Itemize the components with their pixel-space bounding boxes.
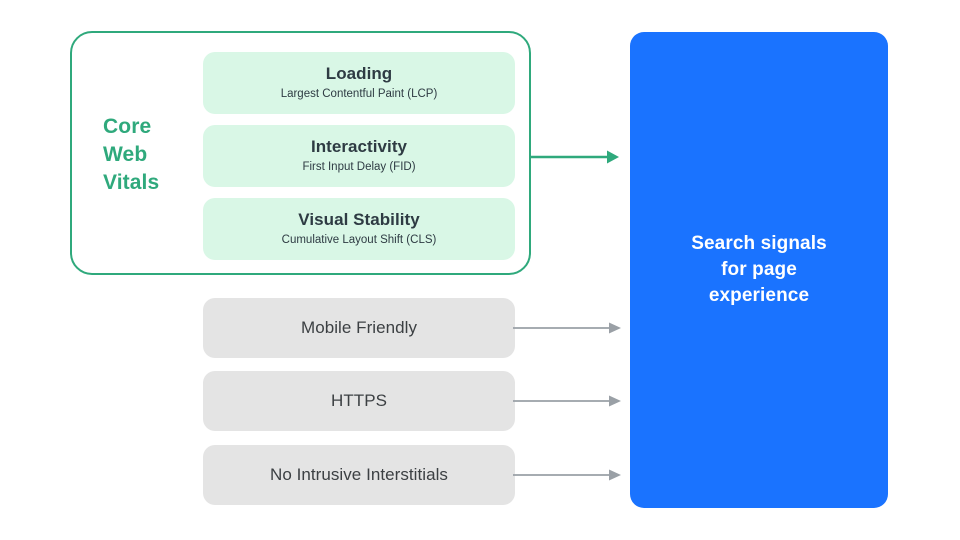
signal-box-label: No Intrusive Interstitials	[270, 465, 448, 484]
search-signals-panel: Search signals for page experience	[630, 32, 888, 508]
signal-box-label: Mobile Friendly	[300, 318, 417, 337]
metric-chip-subtitle: Cumulative Layout Shift (CLS)	[281, 234, 437, 246]
signal-box-https: HTTPS	[203, 371, 515, 431]
metric-chip-subtitle: Largest Contentful Paint (LCP)	[280, 88, 438, 100]
signal-box-no-intrusive-interstitials: No Intrusive Interstitials	[203, 445, 515, 505]
signal-box-mobile-friendly: Mobile Friendly	[203, 298, 515, 358]
search-signals-panel-label: Search signals for page experience	[691, 233, 827, 306]
metric-chip-title: Loading	[325, 64, 393, 83]
metric-chip-subtitle: First Input Delay (FID)	[302, 161, 416, 173]
metric-chip-visual-stability: Visual Stability Cumulative Layout Shift…	[203, 198, 515, 260]
metric-chip-title: Visual Stability	[298, 210, 420, 229]
metric-chip-interactivity: Interactivity First Input Delay (FID)	[203, 125, 515, 187]
metric-chip-title: Interactivity	[310, 137, 408, 156]
mobile-friendly-arrow-icon	[513, 322, 621, 334]
metric-chip-loading: Loading Largest Contentful Paint (LCP)	[203, 52, 515, 114]
signal-box-label: HTTPS	[331, 391, 387, 410]
core-web-vitals-label: Core Web Vitals	[103, 115, 160, 194]
https-arrow-icon	[513, 395, 621, 407]
no-intrusive-interstitials-arrow-icon	[513, 469, 621, 481]
core-web-vitals-arrow-icon	[529, 150, 619, 164]
